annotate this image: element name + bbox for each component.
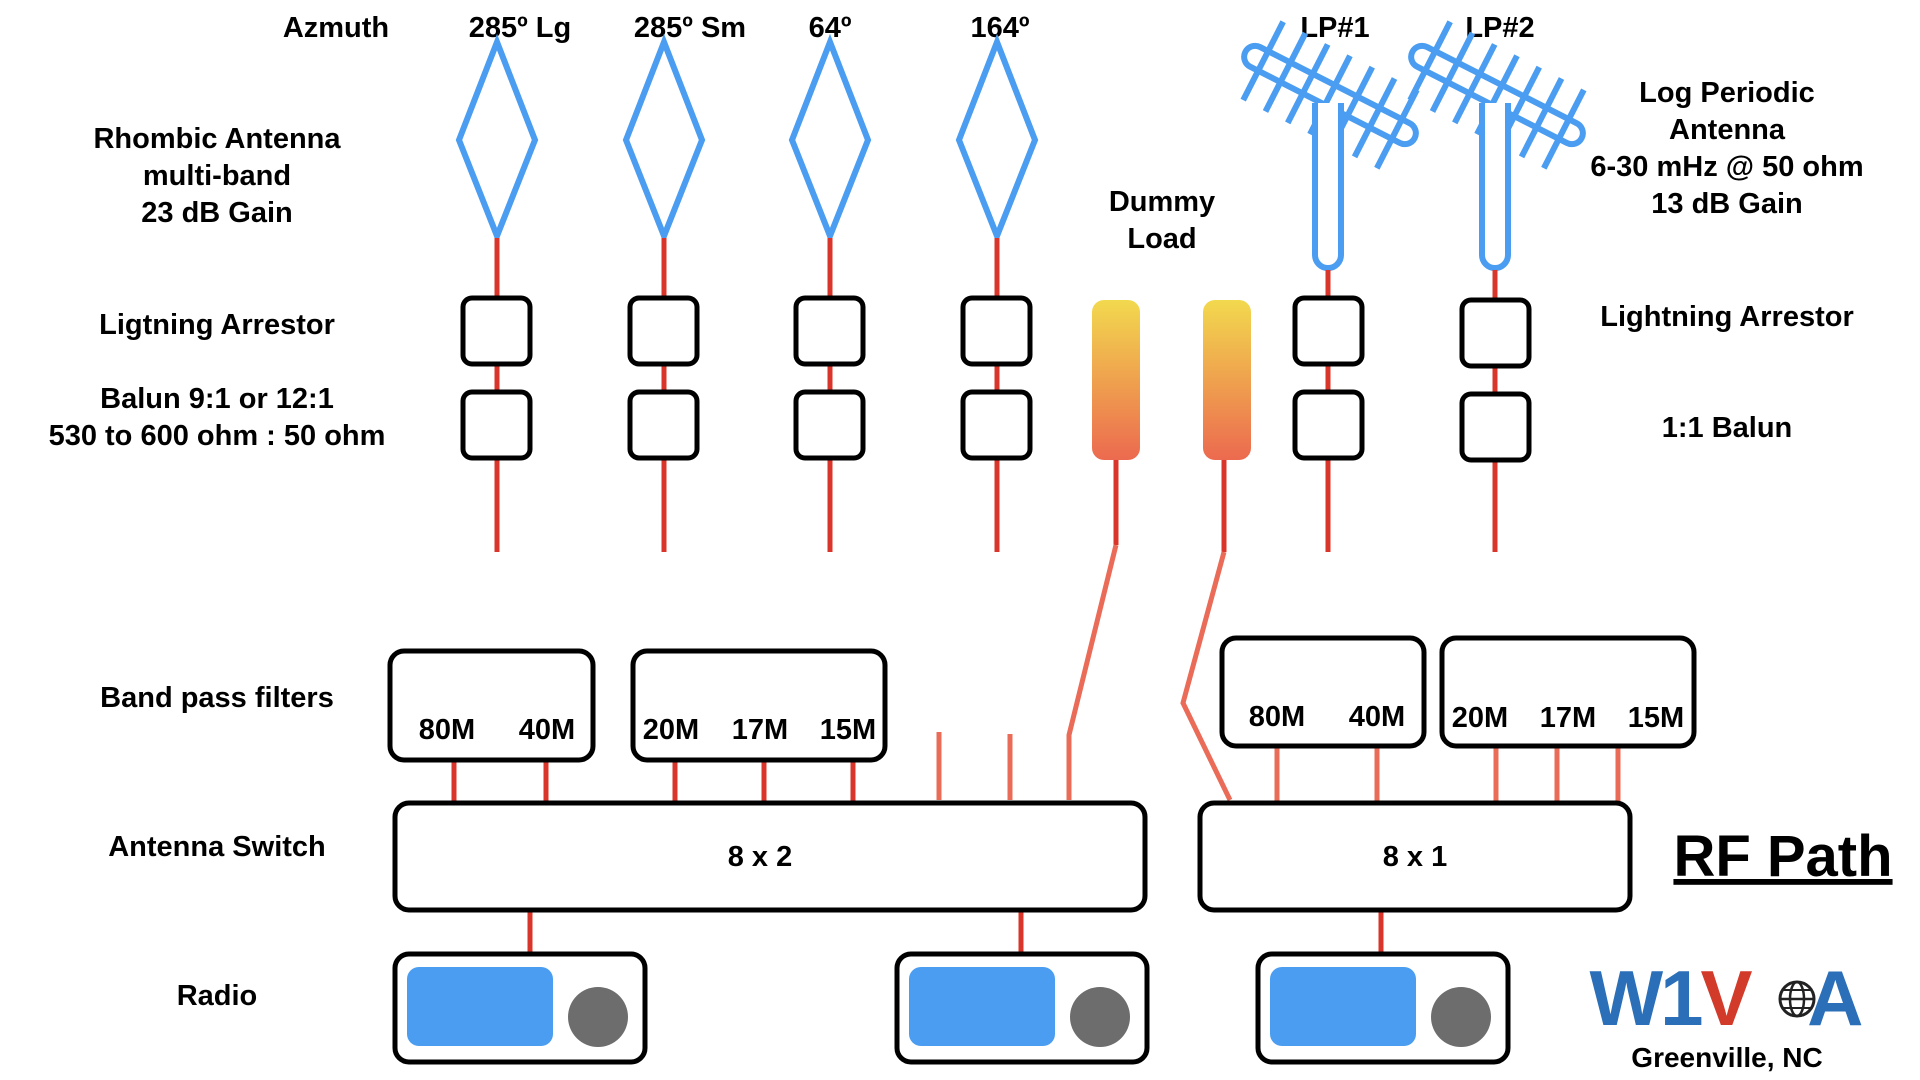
- radio-3: [1255, 951, 1511, 1065]
- logo-part-a: A: [1807, 954, 1862, 1042]
- log-periodic-antenna-icon: [1240, 20, 1420, 271]
- band-pass-filter-left-high: 20M 17M 15M: [630, 648, 888, 763]
- dummy-load-label-line2: Load: [1127, 223, 1196, 255]
- radio-display: [1270, 967, 1416, 1046]
- balun-label-left-line1: Balun 9:1 or 12:1: [100, 383, 334, 415]
- radio-knob-icon: [568, 987, 628, 1047]
- rhombic-antenna-icon: [788, 33, 872, 245]
- globe-icon: [1778, 980, 1816, 1018]
- band-pass-label: Band pass filters: [100, 682, 334, 714]
- antenna-switch-label: Antenna Switch: [108, 831, 326, 863]
- switch-feed-lines: [451, 544, 1621, 954]
- logo-part-w1: W1: [1589, 954, 1702, 1042]
- diagram-title: RF Path: [1673, 824, 1892, 889]
- filter-band-label: 80M: [1249, 701, 1305, 733]
- balun: [627, 389, 700, 461]
- log-periodic-label-line3: 6-30 mHz @ 50 ohm: [1590, 151, 1863, 183]
- rhombic-antenna-icon: [455, 33, 539, 245]
- lightning-arrestor: [1292, 295, 1365, 367]
- rhombic-antenna-4: 164º: [955, 12, 1039, 245]
- logo-part-v: V: [1700, 954, 1752, 1042]
- switch-label-right: 8 x 1: [1383, 841, 1448, 873]
- log-periodic-label-line4: 13 dB Gain: [1651, 188, 1803, 220]
- arrestor-label-right: Lightning Arrestor: [1600, 301, 1853, 333]
- balun-row: [460, 389, 1532, 463]
- balun: [960, 389, 1033, 461]
- filter-band-label: 17M: [732, 714, 788, 746]
- filter-band-label: 20M: [643, 714, 699, 746]
- logo-location: Greenville, NC: [1631, 1042, 1822, 1073]
- lightning-arrestor: [627, 295, 700, 367]
- rhombic-label-line1: Rhombic Antenna: [93, 123, 341, 155]
- lightning-arrestor-row: [460, 295, 1532, 369]
- dummy-load-1: [1092, 300, 1140, 460]
- rhombic-azimuth-2: 285º Sm: [634, 12, 746, 44]
- log-periodic-label-line1: Log Periodic: [1639, 77, 1815, 109]
- rhombic-antenna-2: 285º Sm: [622, 12, 746, 245]
- rhombic-azimuth-4: 164º: [971, 12, 1030, 44]
- arrestor-label-left: Ligtning Arrestor: [99, 309, 335, 341]
- rhombic-antenna-icon: [622, 33, 706, 245]
- filter-band-label: 15M: [1628, 702, 1684, 734]
- radio-label: Radio: [177, 980, 258, 1012]
- rhombic-antenna-1: 285º Lg: [455, 12, 571, 245]
- lp-label-2: LP#2: [1465, 12, 1534, 44]
- lightning-arrestor: [793, 295, 866, 367]
- rhombic-azimuth-1: 285º Lg: [469, 12, 571, 44]
- balun: [1292, 389, 1365, 461]
- dummy-load-label-line1: Dummy: [1109, 186, 1215, 218]
- log-periodic-antenna-2: LP#2: [1407, 12, 1587, 271]
- radio-2: [894, 951, 1150, 1065]
- rhombic-label-line2: multi-band: [143, 160, 291, 192]
- filter-band-label: 40M: [1349, 701, 1405, 733]
- balun-label-right: 1:1 Balun: [1662, 412, 1793, 444]
- radio-knob-icon: [1431, 987, 1491, 1047]
- filter-band-label: 20M: [1452, 702, 1508, 734]
- log-periodic-antenna-icon: [1407, 20, 1587, 271]
- dummy-load-2: [1203, 300, 1251, 460]
- radio-knob-icon: [1070, 987, 1130, 1047]
- lightning-arrestor: [460, 295, 533, 367]
- rhombic-antenna-icon: [955, 33, 1039, 245]
- filter-band-label: 80M: [419, 714, 475, 746]
- rhombic-label-line3: 23 dB Gain: [141, 197, 293, 229]
- w1voa-logo: W1VOA Greenville, NC: [1589, 954, 1865, 1073]
- antenna-switch-right: 8 x 1: [1197, 800, 1633, 913]
- band-pass-filter-left-low: 80M 40M: [387, 648, 596, 763]
- radio-display: [909, 967, 1055, 1046]
- lightning-arrestor: [960, 295, 1033, 367]
- lp-label-1: LP#1: [1300, 12, 1369, 44]
- balun: [793, 389, 866, 461]
- radio-display: [407, 967, 553, 1046]
- log-periodic-antenna-1: LP#1: [1240, 12, 1420, 271]
- switch-label-left: 8 x 2: [728, 841, 793, 873]
- filter-band-label: 15M: [820, 714, 876, 746]
- log-periodic-label-line2: Antenna: [1669, 114, 1786, 146]
- balun-label-left-line2: 530 to 600 ohm : 50 ohm: [49, 420, 386, 452]
- balun: [1459, 391, 1532, 463]
- filter-band-label: 17M: [1540, 702, 1596, 734]
- logo-callsign: W1VOA: [1589, 954, 1862, 1042]
- azimuth-label: Azmuth: [283, 12, 389, 44]
- filter-band-label: 40M: [519, 714, 575, 746]
- radio-1: [392, 951, 648, 1065]
- band-pass-filter-right-high: 20M 17M 15M: [1439, 635, 1697, 749]
- band-pass-filter-right-low: 80M 40M: [1219, 635, 1427, 749]
- rhombic-antenna-3: 64º: [788, 12, 872, 245]
- lightning-arrestor: [1459, 297, 1532, 369]
- balun: [460, 389, 533, 461]
- antenna-switch-left: 8 x 2: [392, 800, 1148, 913]
- dummy-loads: [1092, 300, 1251, 460]
